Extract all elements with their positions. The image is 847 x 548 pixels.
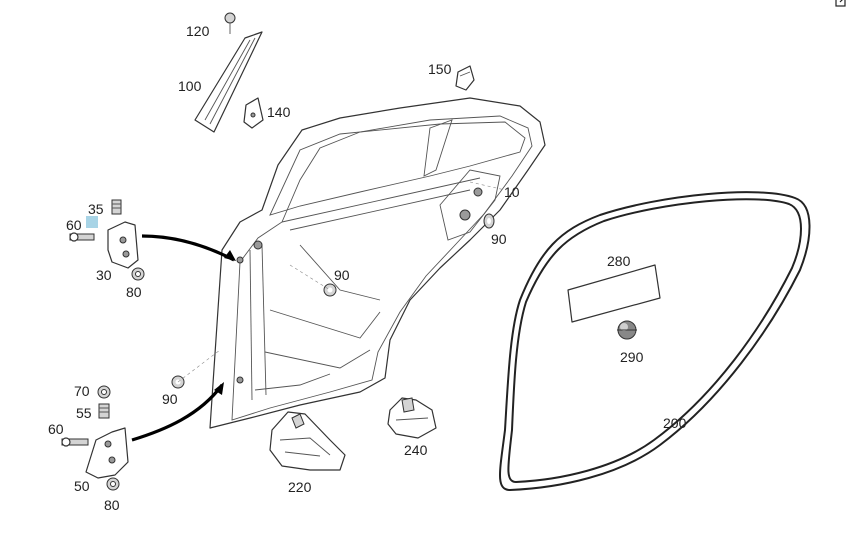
lower-hinge-assembly bbox=[61, 385, 129, 491]
cap-150 bbox=[455, 65, 475, 91]
callout-60-upper: 60 bbox=[66, 217, 82, 233]
callout-60-lower: 60 bbox=[48, 421, 64, 437]
callout-10: 10 bbox=[504, 184, 520, 200]
screw-120-icon bbox=[224, 12, 236, 24]
callout-120: 120 bbox=[186, 23, 210, 39]
callout-55: 55 bbox=[76, 405, 92, 421]
arrow-lower-hinge bbox=[131, 384, 224, 442]
arrow-upper-hinge bbox=[141, 234, 235, 262]
bracket-220 bbox=[269, 411, 346, 471]
rear-door-shell bbox=[209, 97, 546, 429]
label-panel-280 bbox=[567, 264, 661, 323]
callout-140: 140 bbox=[267, 104, 291, 120]
callout-70: 70 bbox=[74, 383, 90, 399]
callout-100: 100 bbox=[178, 78, 202, 94]
bracket-240 bbox=[387, 397, 437, 439]
pin-55 bbox=[98, 403, 110, 419]
callout-240: 240 bbox=[404, 442, 428, 458]
callout-150: 150 bbox=[428, 61, 452, 77]
callout-220: 220 bbox=[288, 479, 312, 495]
callout-200: 200 bbox=[663, 415, 687, 431]
grommet-90-c bbox=[483, 213, 495, 229]
callout-35: 35 bbox=[88, 201, 104, 217]
callout-90-a: 90 bbox=[334, 267, 350, 283]
clip-290 bbox=[617, 320, 637, 340]
part-35-highlight bbox=[86, 216, 98, 228]
callout-80-lower: 80 bbox=[104, 497, 120, 513]
callout-280: 280 bbox=[607, 253, 631, 269]
callout-90-c: 90 bbox=[491, 231, 507, 247]
bracket-140 bbox=[243, 97, 264, 129]
grommet-90-a bbox=[323, 283, 337, 297]
callout-labels: 120 100 140 150 10 35 60 30 80 90 90 90 … bbox=[48, 23, 687, 513]
callout-50: 50 bbox=[74, 478, 90, 494]
callout-80-upper: 80 bbox=[126, 284, 142, 300]
callout-290: 290 bbox=[620, 349, 644, 365]
door-seal-200 bbox=[499, 191, 811, 492]
upper-hinge-assembly bbox=[69, 199, 145, 281]
pin-35 bbox=[111, 199, 122, 215]
callout-30: 30 bbox=[96, 267, 112, 283]
external-link-icon[interactable] bbox=[835, 0, 846, 7]
window-channel-strip bbox=[194, 12, 263, 133]
callout-90-b: 90 bbox=[162, 391, 178, 407]
